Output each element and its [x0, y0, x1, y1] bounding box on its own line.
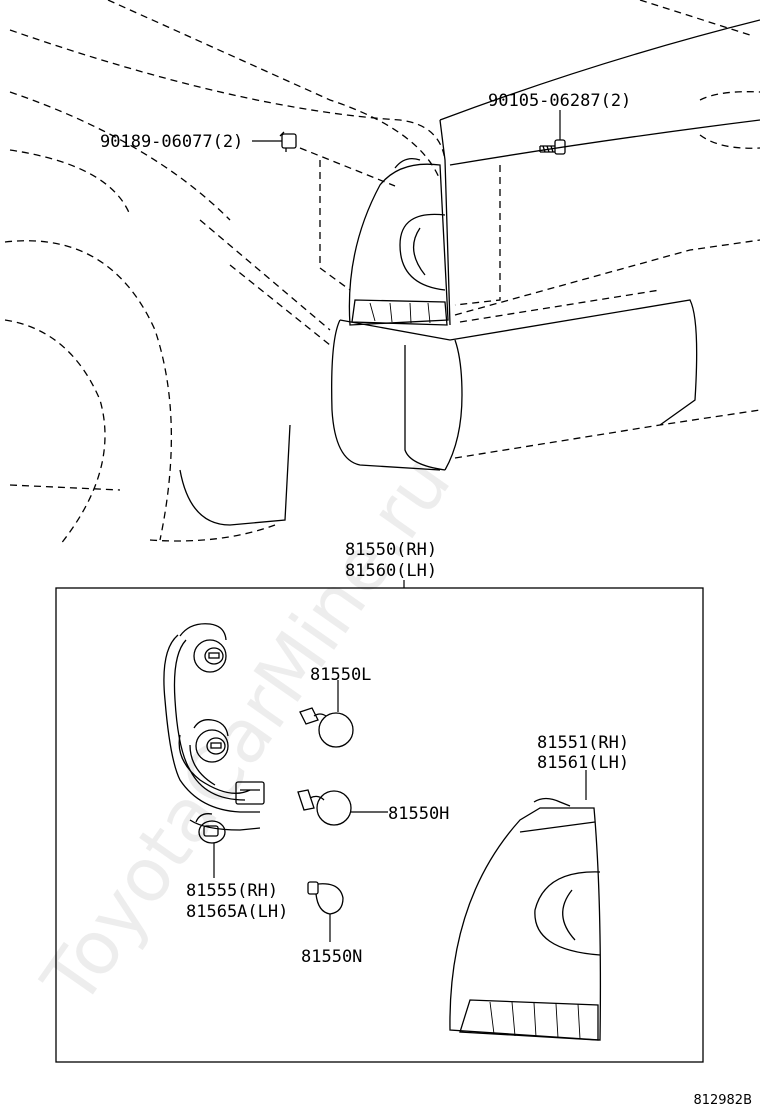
bulb-h-icon — [297, 789, 352, 826]
wire-harness — [163, 634, 261, 831]
label-socket-rh: 81555(RH) — [186, 881, 278, 901]
socket-lower-icon — [195, 813, 226, 844]
clip-icon — [279, 131, 297, 152]
vehicle-illustration — [4, 0, 760, 546]
label-lens-lh: 81561(LH) — [537, 753, 629, 773]
label-assembly-rh: 81550(RH) — [345, 540, 437, 560]
diagram-code: 812982B — [693, 1093, 752, 1108]
label-clip: 90189-06077(2) — [100, 132, 243, 152]
bulb-l-icon — [299, 707, 354, 748]
watermark: ToyotaCarMine.ru — [26, 441, 468, 1021]
label-socket-lh: 81565A(LH) — [186, 902, 288, 922]
top-leader-lines — [252, 110, 561, 142]
vehicle-tail-lamp — [348, 157, 449, 326]
label-screw: 90105-06287(2) — [488, 91, 631, 111]
socket-middle-icon — [193, 719, 229, 763]
tail-lamp-lens-icon — [449, 797, 602, 1041]
label-bulb-h: 81550H — [388, 804, 449, 824]
label-bulb-n: 81550N — [301, 947, 362, 967]
assembly-box — [55, 587, 704, 1063]
bulb-n-icon — [307, 881, 344, 915]
screw-icon — [539, 139, 566, 155]
box-leader-lines — [213, 680, 587, 942]
label-assembly-lh: 81560(LH) — [345, 561, 437, 581]
connector-icon — [235, 781, 265, 805]
socket-upper-icon — [179, 623, 227, 673]
label-lens-rh: 81551(RH) — [537, 733, 629, 753]
label-bulb-l: 81550L — [310, 665, 371, 685]
